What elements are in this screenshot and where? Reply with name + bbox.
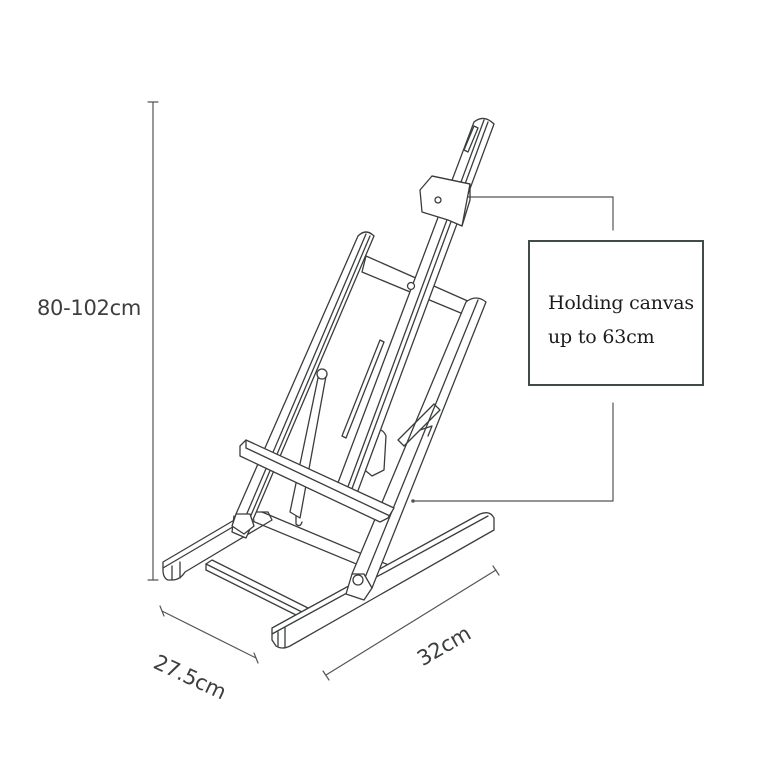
width-dimension-line [322, 565, 500, 681]
hinge-left [231, 513, 255, 535]
callout-line-2: up to 63cm [548, 326, 655, 348]
height-dimension-line [147, 101, 159, 581]
callout-box: Holding canvas up to 63cm [528, 240, 704, 386]
callout-leader-lines [411, 195, 614, 503]
callout-text: Holding canvas up to 63cm [548, 286, 694, 354]
wing-nut-icon [419, 425, 433, 437]
base-crossbar [205, 559, 309, 618]
depth-dimension-line [159, 605, 259, 664]
base-right-rail [271, 512, 495, 649]
hinge-right [345, 573, 373, 601]
left-front-leg [231, 231, 375, 539]
top-clamp [419, 175, 471, 227]
callout-line-1: Holding canvas [548, 292, 694, 314]
height-dimension-label: 80-102cm [37, 296, 141, 320]
canvas-tray [239, 439, 395, 523]
